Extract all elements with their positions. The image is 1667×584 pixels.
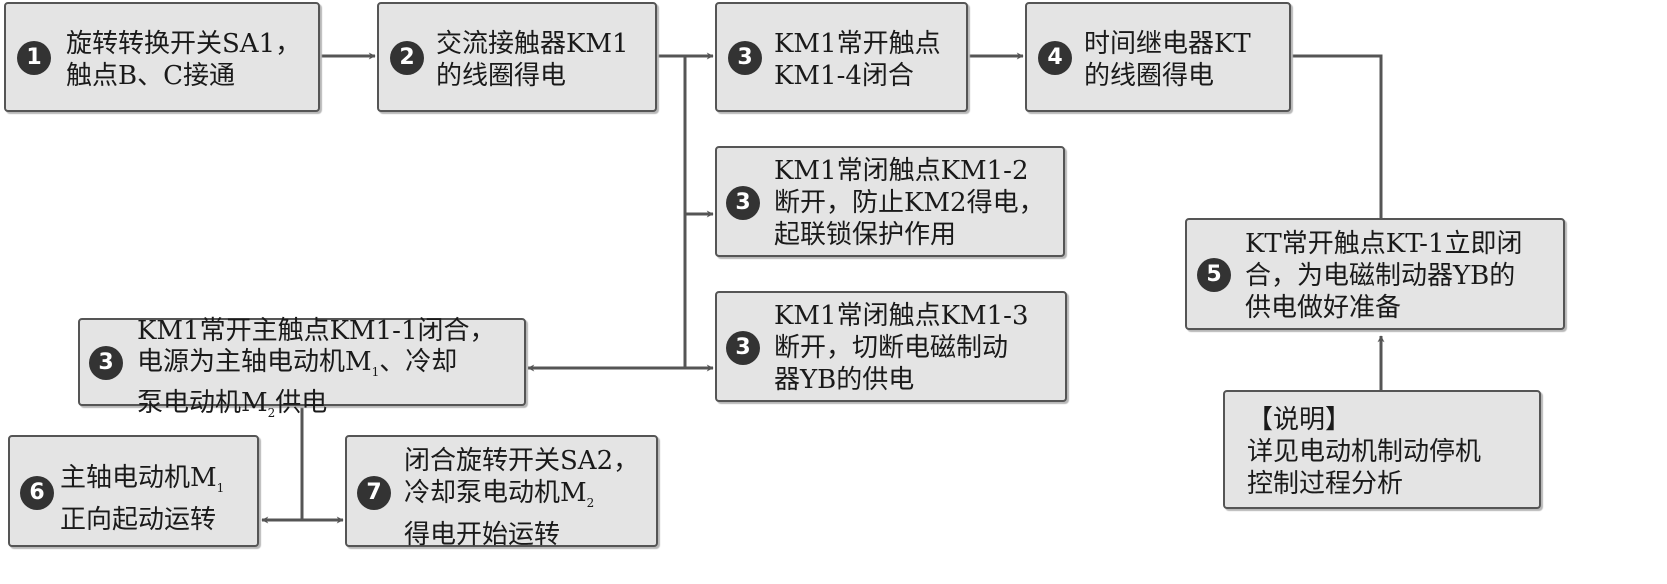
note-text: 【说明】 详见电动机制动停机 控制过程分析 — [1247, 405, 1482, 499]
step-number-badge: 5 — [1197, 258, 1231, 292]
step-box-km1-2: 3 KM1常闭触点KM1-2 断开，防止KM2得电， 起联锁保护作用 — [715, 146, 1065, 257]
step-box-spindle: 6 主轴电动机M1 正向起动运转 — [8, 435, 259, 547]
step-box-km1-4: 3 KM1常开触点 KM1-4闭合 — [715, 2, 968, 112]
step-box-kt-1: 5 KT常开触点KT-1立即闭 合，为电磁制动器YB的 供电做好准备 — [1185, 218, 1565, 330]
step-text: 旋转转换开关SA1， 触点B、C接通 — [66, 29, 302, 91]
step-box-km1-3: 3 KM1常闭触点KM1-3 断开，切断电磁制动 器YB的供电 — [715, 291, 1067, 402]
step-box-switch-sa1: 1 旋转转换开关SA1， 触点B、C接通 — [4, 2, 320, 112]
step-box-km1-1: 3 KM1常开主触点KM1-1闭合， 电源为主轴电动机M1、冷却 泵电动机M2供… — [78, 316, 526, 420]
step-number-badge: 3 — [728, 41, 762, 75]
step-number-badge: 3 — [726, 186, 760, 220]
step-text: KM1常闭触点KM1-3 断开，切断电磁制动 器YB的供电 — [774, 301, 1029, 395]
step-text: KM1常开触点 KM1-4闭合 — [774, 29, 941, 91]
step-text: KM1常闭触点KM1-2 断开，防止KM2得电， 起联锁保护作用 — [774, 156, 1045, 250]
note-title: 【说明】 — [1247, 405, 1352, 435]
step-text: 主轴电动机M1 正向起动运转 — [60, 463, 225, 536]
connector-4-5 — [1290, 54, 1385, 225]
step-number-badge: 3 — [89, 346, 123, 380]
step-text: 时间继电器KT 的线圈得电 — [1084, 29, 1251, 91]
step-text: 闭合旋转开关SA2， 冷却泵电动机M2 得电开始运转 — [404, 446, 640, 551]
step-text: KT常开触点KT-1立即闭 合，为电磁制动器YB的 供电做好准备 — [1245, 229, 1523, 323]
step-number-badge: 7 — [357, 476, 391, 510]
step-number-badge: 2 — [390, 41, 424, 75]
step-number-badge: 6 — [20, 476, 54, 510]
step-box-sa2-pump: 7 闭合旋转开关SA2， 冷却泵电动机M2 得电开始运转 — [345, 435, 658, 550]
step-number-badge: 1 — [17, 41, 51, 75]
step-text: KM1常开主触点KM1-1闭合， 电源为主轴电动机M1、冷却 泵电动机M2供电 — [137, 316, 496, 421]
step-text: 交流接触器KM1 的线圈得电 — [436, 29, 629, 91]
step-box-kt-coil: 4 时间继电器KT 的线圈得电 — [1025, 2, 1291, 112]
note-box: 【说明】 详见电动机制动停机 控制过程分析 — [1223, 390, 1541, 509]
step-number-badge: 3 — [726, 331, 760, 365]
step-box-km1-coil: 2 交流接触器KM1 的线圈得电 — [377, 2, 657, 112]
step-number-badge: 4 — [1038, 41, 1072, 75]
